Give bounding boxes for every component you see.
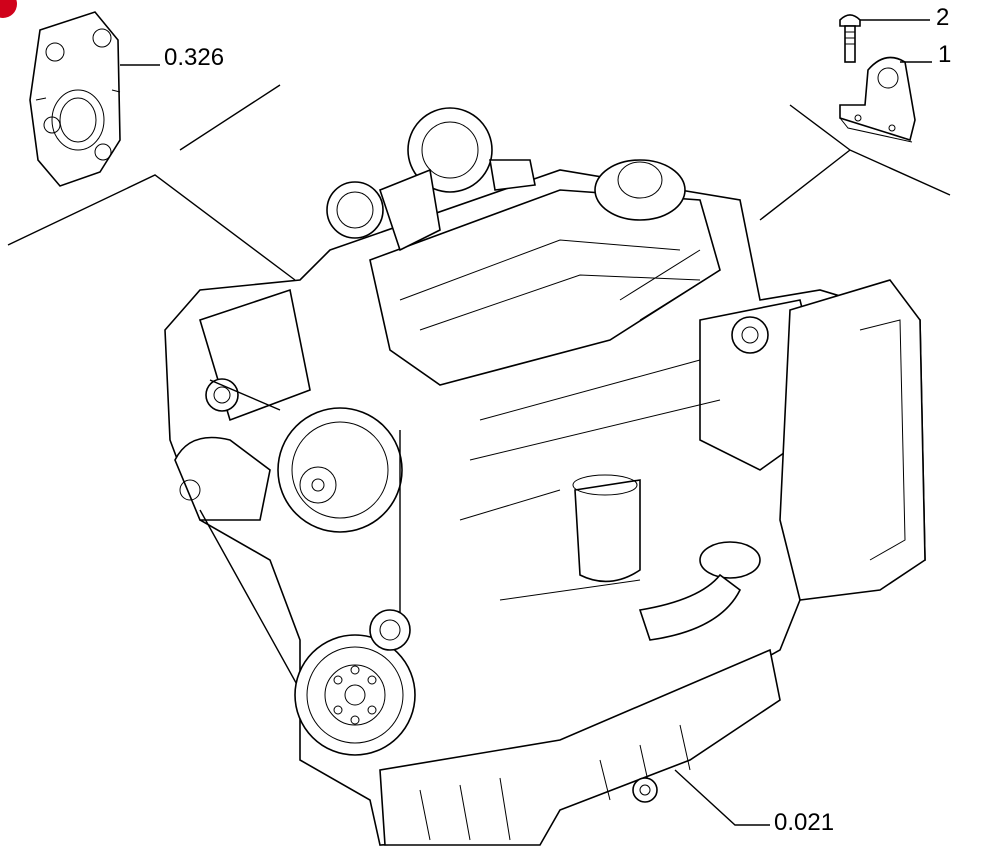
- bracket-part-number: 1: [938, 41, 951, 68]
- engine-assembly: [164, 107, 926, 846]
- corner-badge-icon: [0, 0, 17, 18]
- oil-filler-tube: [638, 541, 761, 641]
- idler-pulley: [369, 609, 411, 651]
- gasket-assembly-line: [7, 84, 296, 281]
- bracket-part[interactable]: [839, 56, 916, 143]
- bracket-assembly-line: [759, 104, 951, 221]
- engine-part-number: 0.021: [774, 809, 834, 836]
- crankshaft-pulley: [294, 634, 416, 756]
- oil-sump: [379, 648, 781, 846]
- bolt-part[interactable]: [839, 14, 861, 63]
- oil-filler-cap: [594, 159, 686, 221]
- fuel-filter: [572, 474, 641, 583]
- gasket-part-number: 0.326: [164, 44, 224, 71]
- belt-tensioner: [174, 436, 271, 521]
- drive-belt: [199, 379, 401, 691]
- timing-cover: [779, 279, 926, 601]
- bolt-part-number: 2: [936, 4, 949, 31]
- gasket-plate[interactable]: [29, 11, 121, 187]
- water-pump-pulley: [277, 407, 403, 533]
- turbocharger: [326, 107, 536, 252]
- engine-leader-line: [674, 769, 770, 826]
